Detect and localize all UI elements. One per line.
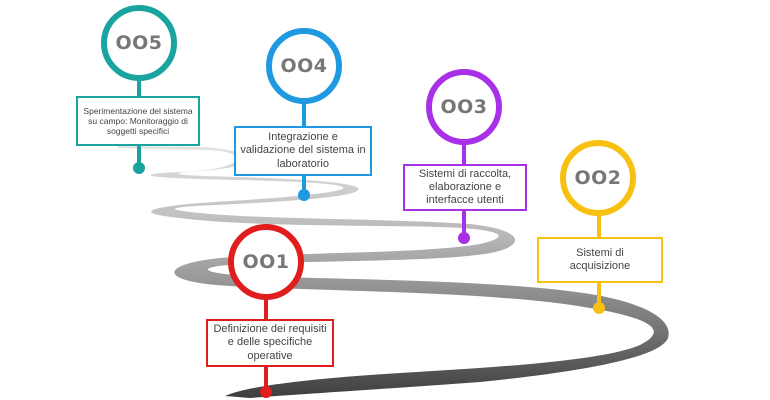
milestone-oo5-circle: OO5: [101, 5, 177, 81]
milestone-oo1-dot: [260, 386, 272, 398]
milestone-oo1-circle: OO1: [228, 224, 304, 300]
milestone-oo4-dot: [298, 189, 310, 201]
milestone-oo1-label: Definizione dei requisiti e delle specif…: [206, 319, 334, 367]
milestone-oo3-circle: OO3: [426, 69, 502, 145]
milestone-oo2-dot: [593, 302, 605, 314]
milestone-oo4-label: Integrazione e validazione del sistema i…: [234, 126, 372, 176]
milestone-oo1-text: Definizione dei requisiti e delle specif…: [213, 323, 327, 362]
milestone-oo5-number: OO5: [115, 32, 163, 54]
milestone-oo4-circle: OO4: [266, 28, 342, 104]
milestone-oo2-text: Sistemi di acquisizione: [569, 246, 631, 272]
milestone-oo3-text: Sistemi di raccolta, elaborazione e inte…: [418, 167, 512, 207]
milestone-oo4-number: OO4: [280, 55, 328, 77]
milestone-oo3-dot: [458, 232, 470, 244]
milestone-oo2-label: Sistemi di acquisizione: [537, 237, 663, 283]
milestone-oo3-number: OO3: [440, 96, 488, 118]
milestone-oo2-circle: OO2: [560, 140, 636, 216]
milestone-oo1-number: OO1: [242, 251, 290, 273]
milestone-oo5-label: Sperimentazione del sistema su campo: Mo…: [76, 96, 200, 146]
milestone-oo4-text: Integrazione e validazione del sistema i…: [240, 131, 366, 170]
milestone-oo3-label: Sistemi di raccolta, elaborazione e inte…: [403, 164, 527, 211]
milestone-oo5-text: Sperimentazione del sistema su campo: Mo…: [83, 105, 193, 137]
milestone-oo5-dot: [133, 162, 145, 174]
milestone-oo2-number: OO2: [574, 167, 622, 189]
